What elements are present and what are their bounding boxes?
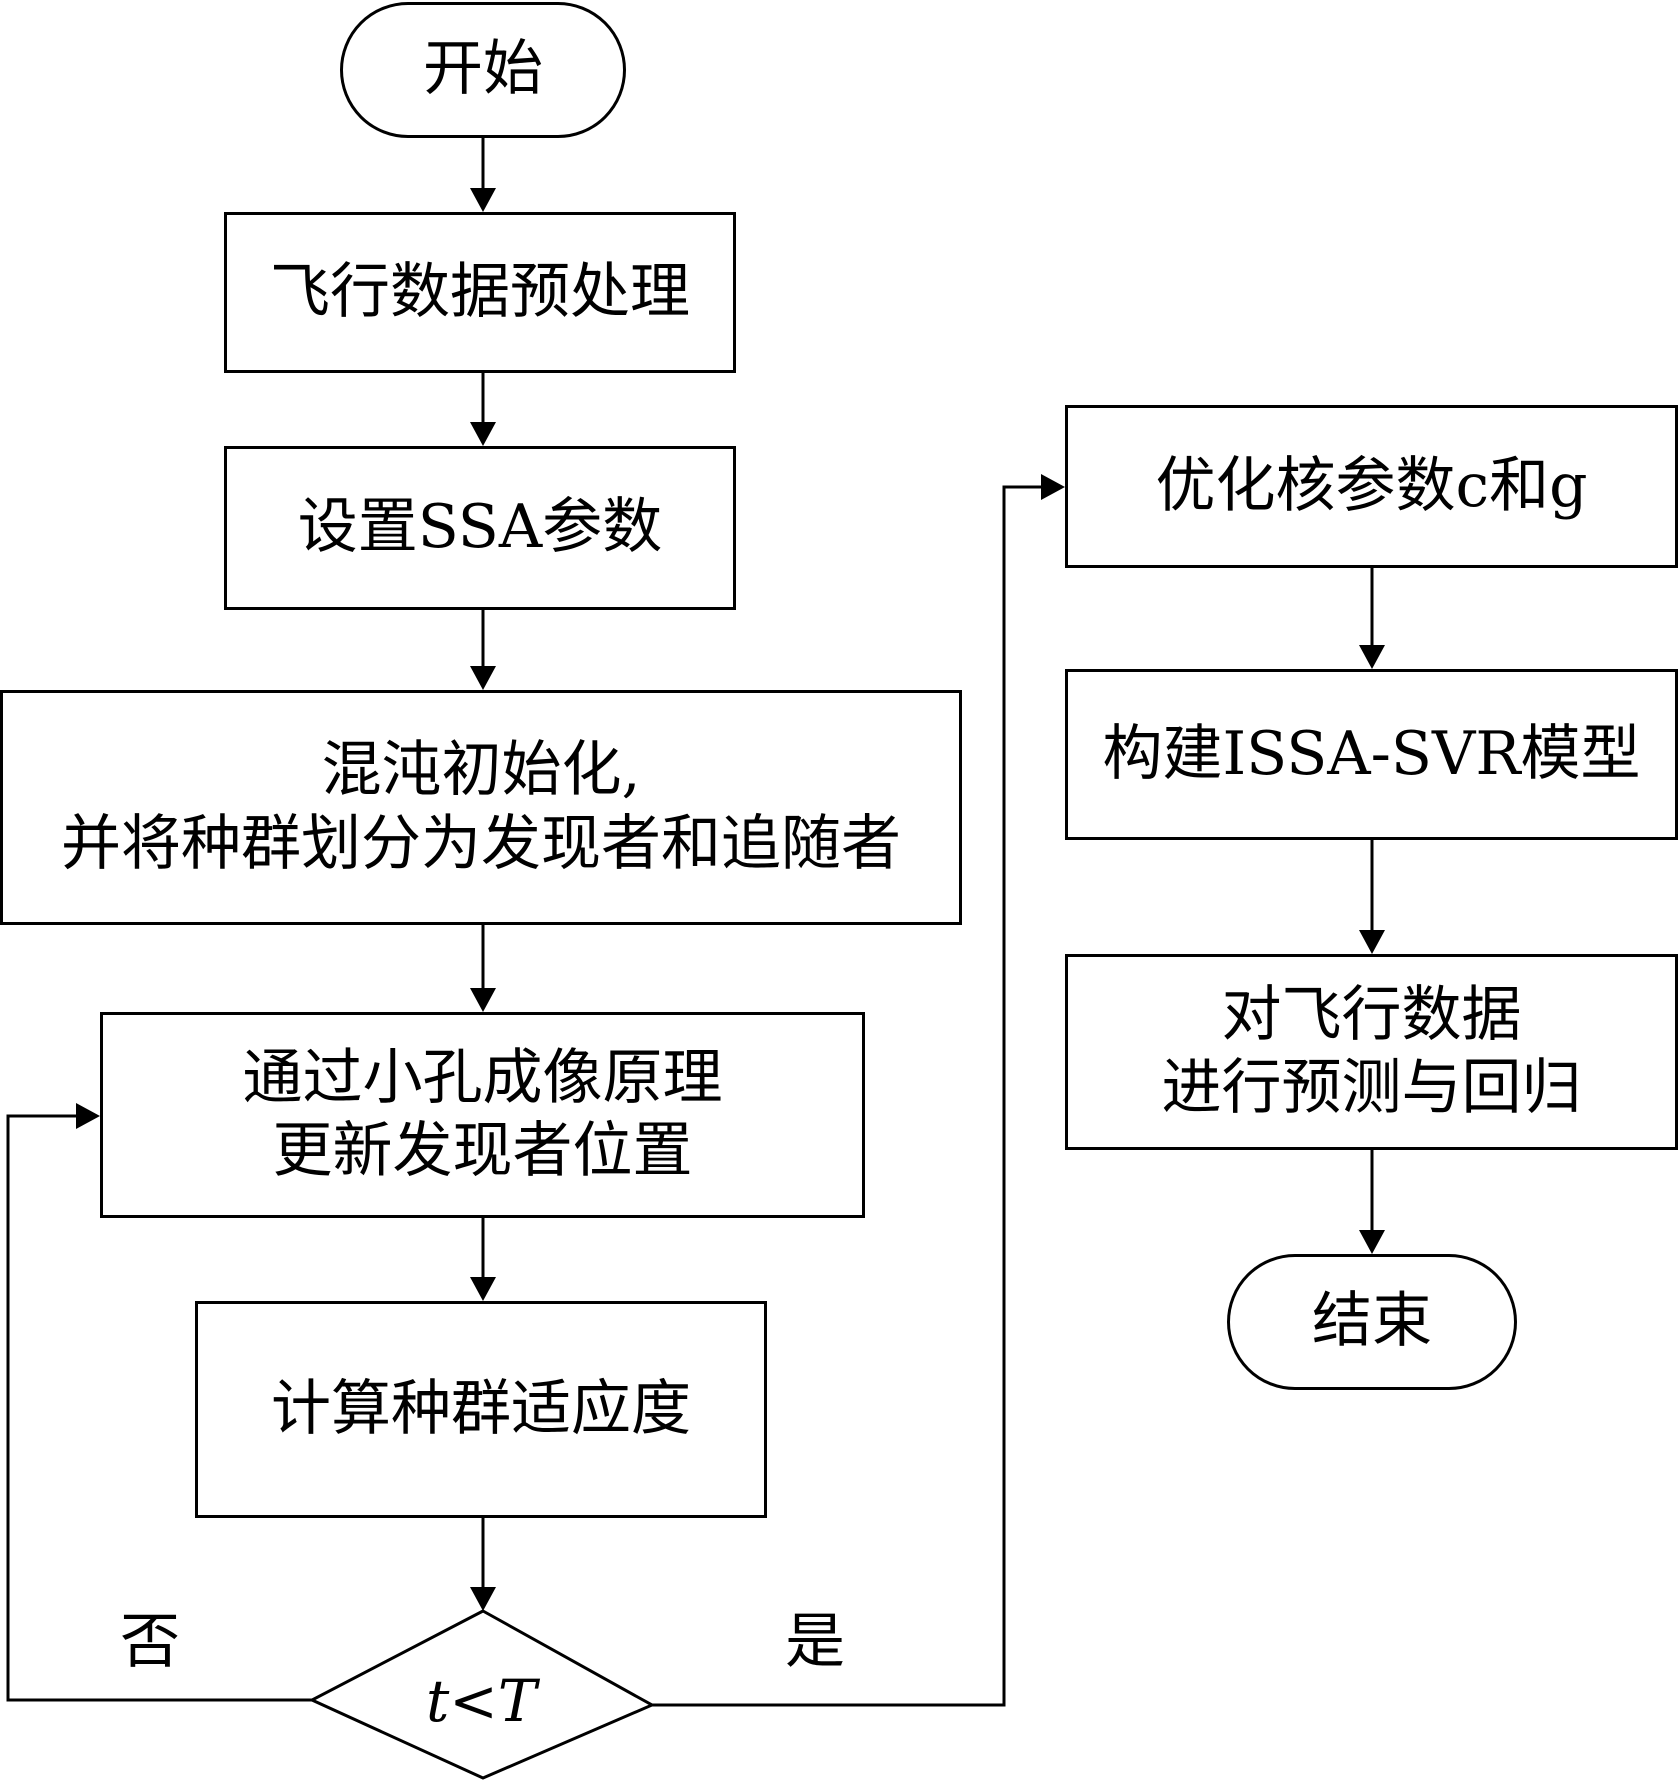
- build-model-label: 构建ISSA-SVR模型: [1102, 718, 1641, 789]
- chaos-init-label-line2: 并将种群划分为发现者和追随者: [61, 808, 901, 879]
- start-label: 开始: [423, 34, 543, 105]
- optimize-label: 优化核参数c和g: [1155, 450, 1588, 521]
- arrowhead-decision: [470, 1587, 496, 1611]
- preprocess-node: 飞行数据预处理: [224, 212, 736, 373]
- arrowhead-loop-back: [76, 1103, 100, 1129]
- arrowhead-predict: [1359, 930, 1385, 954]
- fitness-label: 计算种群适应度: [271, 1373, 691, 1444]
- chaos-init-node: 混沌初始化, 并将种群划分为发现者和追随者: [0, 690, 962, 925]
- arrowhead-build: [1359, 645, 1385, 669]
- predict-label-line2: 进行预测与回归: [1161, 1053, 1582, 1123]
- arrowhead-chaosinit: [470, 666, 496, 690]
- set-params-label: 设置SSA参数: [297, 492, 663, 563]
- decision-label: t<T: [426, 1667, 537, 1735]
- fitness-node: 计算种群适应度: [195, 1301, 767, 1518]
- set-params-node: 设置SSA参数: [224, 446, 736, 610]
- end-node: 结束: [1227, 1254, 1517, 1390]
- edge-decision-yes-to-optimize: [652, 485, 1062, 1707]
- no-branch-label: 否: [120, 1607, 180, 1677]
- preprocess-label: 飞行数据预处理: [270, 256, 690, 327]
- arrowhead-setparams: [470, 422, 496, 446]
- start-node: 开始: [340, 2, 626, 138]
- update-position-label-line1: 通过小孔成像原理: [242, 1042, 723, 1113]
- arrowhead-end: [1359, 1230, 1385, 1254]
- update-position-node: 通过小孔成像原理 更新发现者位置: [100, 1012, 865, 1218]
- chaos-init-label-line1: 混沌初始化,: [321, 735, 641, 806]
- decision-diamond: [308, 1609, 656, 1780]
- predict-node: 对飞行数据 进行预测与回归: [1065, 954, 1678, 1150]
- arrowhead-fitness: [470, 1277, 496, 1301]
- predict-label-line1: 对飞行数据: [1221, 979, 1522, 1050]
- yes-branch-label: 是: [785, 1607, 845, 1677]
- arrowhead-update: [470, 988, 496, 1012]
- optimize-node: 优化核参数c和g: [1065, 405, 1678, 568]
- build-model-node: 构建ISSA-SVR模型: [1065, 669, 1678, 840]
- edge-decision-no-loop: [6, 1114, 312, 1702]
- update-position-label-line2: 更新发现者位置: [272, 1116, 693, 1186]
- end-label: 结束: [1312, 1286, 1432, 1357]
- arrowhead-optimize: [1041, 474, 1065, 500]
- arrowhead-preprocess: [470, 188, 496, 212]
